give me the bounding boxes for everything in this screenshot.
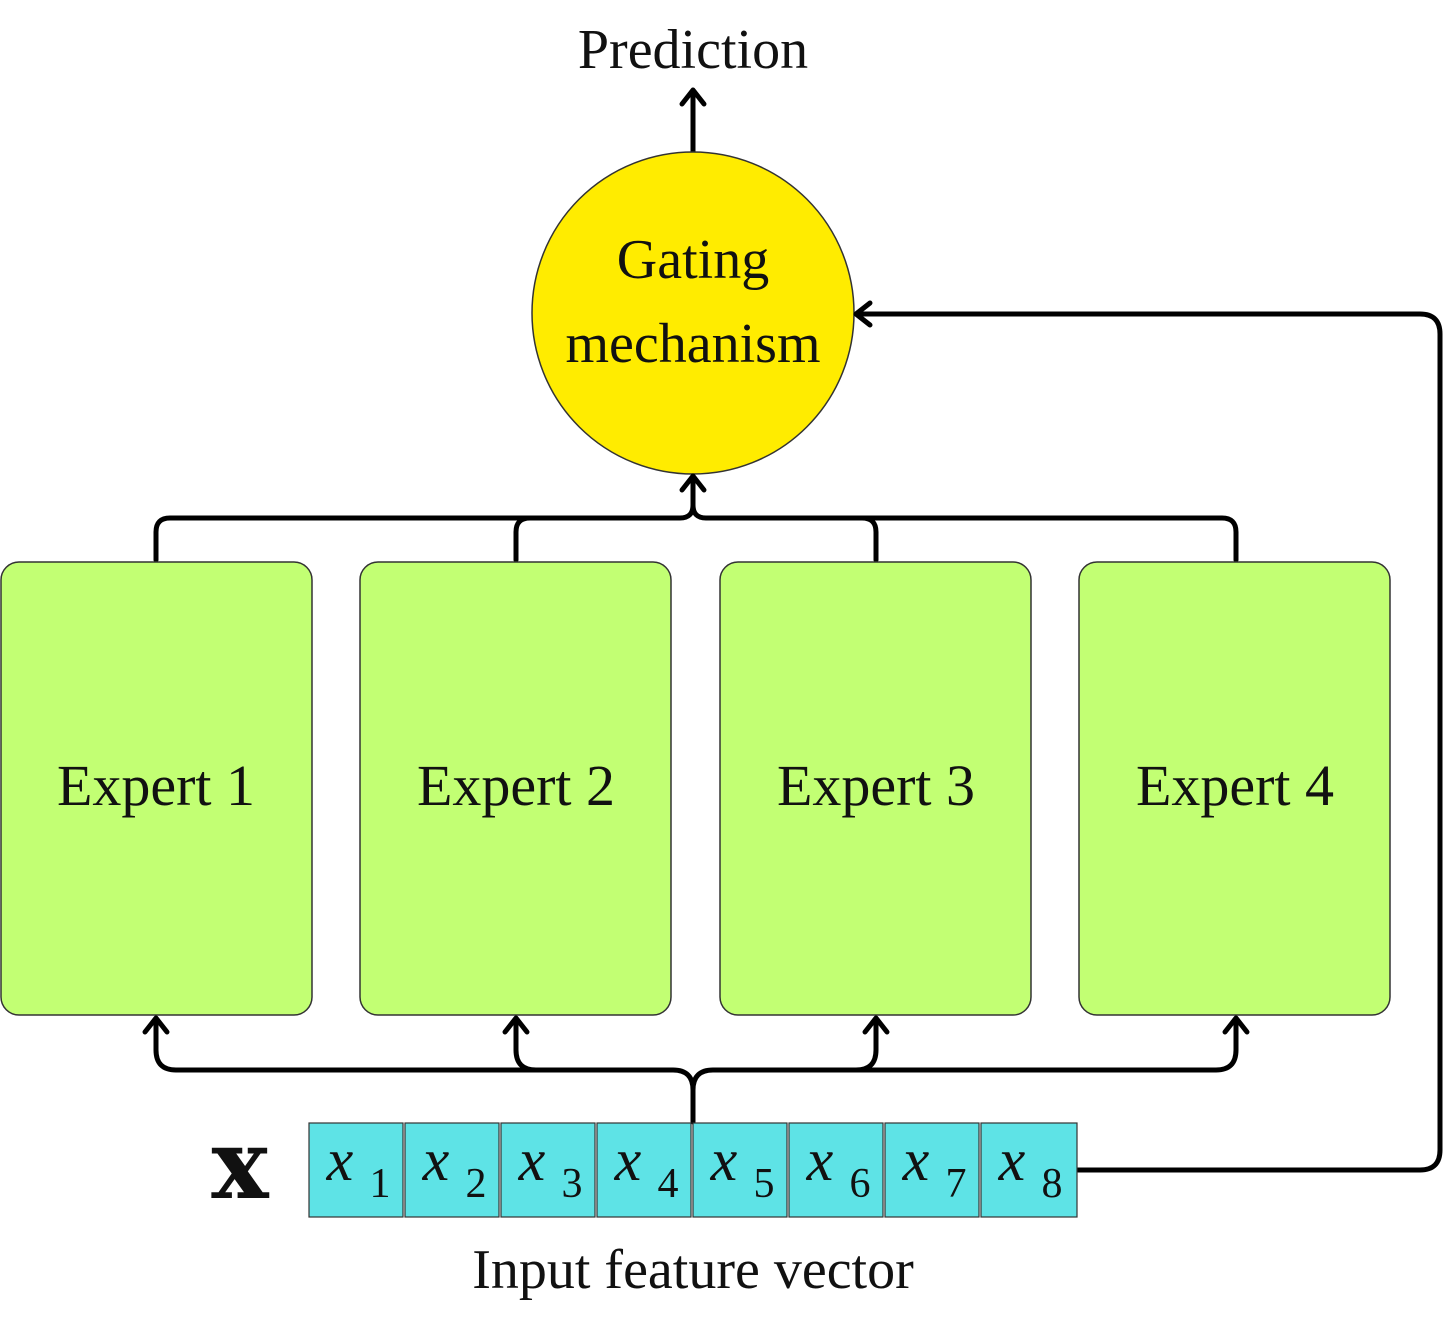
expert-to-gating-wires bbox=[153, 473, 1239, 563]
expert-label-3: Expert 3 bbox=[777, 753, 975, 818]
expert-label-1: Expert 1 bbox=[57, 753, 255, 818]
input-cell-sub: 6 bbox=[850, 1161, 871, 1207]
input-cell-3: x 3 bbox=[500, 1122, 596, 1218]
output-arrow bbox=[679, 87, 707, 155]
gating-label-line2: mechanism bbox=[565, 313, 820, 375]
expert-box-3: Expert 3 bbox=[719, 561, 1032, 1016]
expert-box-4: Expert 4 bbox=[1078, 561, 1391, 1016]
input-cell-sub: 2 bbox=[466, 1161, 487, 1207]
expert-label-4: Expert 4 bbox=[1136, 753, 1334, 818]
input-cell-sub: 4 bbox=[658, 1161, 679, 1207]
input-cell-var: x bbox=[614, 1127, 642, 1193]
expert-box-2: Expert 2 bbox=[359, 561, 672, 1016]
input-cell-var: x bbox=[998, 1127, 1026, 1193]
input-cell-2: x 2 bbox=[404, 1122, 500, 1218]
expert-label-2: Expert 2 bbox=[417, 753, 615, 818]
input-cell-var: x bbox=[326, 1127, 354, 1193]
input-vector-symbol: x bbox=[211, 1108, 269, 1221]
input-cell-sub: 3 bbox=[562, 1161, 583, 1207]
input-cell-1: x 1 bbox=[308, 1122, 404, 1218]
input-cell-sub: 1 bbox=[370, 1161, 391, 1207]
input-cell-sub: 5 bbox=[754, 1161, 775, 1207]
input-cell-var: x bbox=[710, 1127, 738, 1193]
input-cell-4: x 4 bbox=[596, 1122, 692, 1218]
gating-node: Gating mechanism bbox=[531, 151, 855, 475]
input-cell-7: x 7 bbox=[884, 1122, 980, 1218]
gating-label-line1: Gating bbox=[617, 229, 769, 291]
input-to-experts-wires bbox=[142, 1015, 1250, 1125]
input-cell-var: x bbox=[422, 1127, 450, 1193]
input-feature-vector-caption: Input feature vector bbox=[472, 1239, 914, 1301]
input-cell-8: x 8 bbox=[980, 1122, 1078, 1218]
input-cell-sub: 8 bbox=[1042, 1161, 1063, 1207]
input-cell-var: x bbox=[806, 1127, 834, 1193]
input-feature-cells: x 1 x 2 x 3 x 4 x 5 x 6 x bbox=[308, 1122, 1078, 1218]
input-cell-var: x bbox=[902, 1127, 930, 1193]
expert-box-1: Expert 1 bbox=[0, 561, 313, 1016]
input-cell-6: x 6 bbox=[788, 1122, 884, 1218]
input-cell-var: x bbox=[518, 1127, 546, 1193]
prediction-label: Prediction bbox=[578, 19, 808, 81]
input-cell-sub: 7 bbox=[946, 1161, 967, 1207]
input-cell-5: x 5 bbox=[692, 1122, 788, 1218]
input-to-gating-wire bbox=[853, 300, 1443, 1173]
